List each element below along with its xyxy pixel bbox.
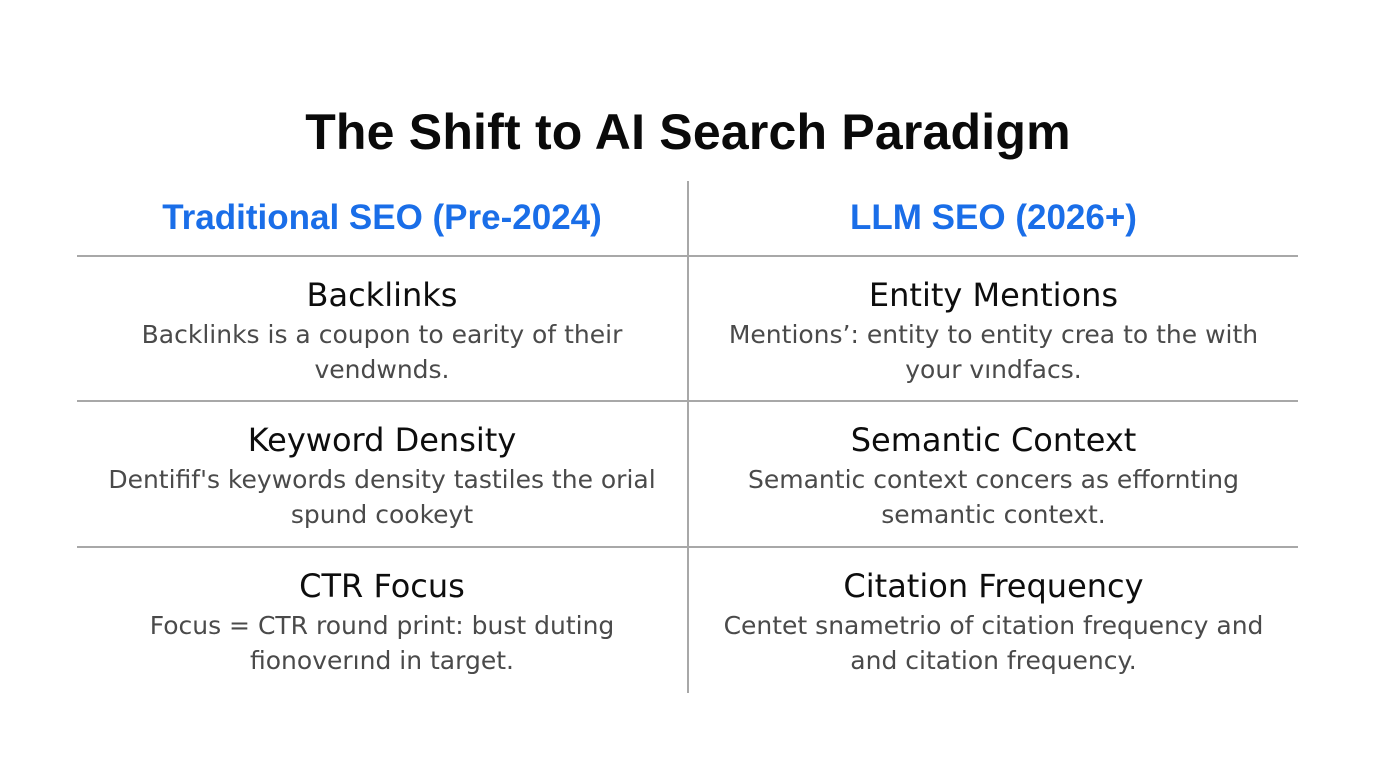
cell-description: Semantic context concers as effornting s…	[748, 465, 1239, 529]
cell-heading: Citation Frequency	[843, 567, 1144, 605]
cell-backlinks: Backlinks Backlinks is a coupon to earit…	[77, 258, 687, 388]
row-divider-2	[77, 546, 1298, 548]
cell-heading: Keyword Density	[247, 421, 517, 459]
cell-ctr-focus: CTR Focus Focus = CTR round print: bust …	[77, 549, 687, 679]
cell-description: Backlinks is a coupon to earity of their…	[141, 320, 623, 384]
cell-semantic-context: Semantic Context Semantic context concer…	[689, 403, 1298, 533]
page-title: The Shift to AI Search Paradigm	[305, 103, 1071, 160]
cell-heading: Entity Mentions	[868, 276, 1119, 314]
column-header-traditional-seo: Traditional SEO (Pre-2024)	[162, 198, 602, 237]
cell-heading: Backlinks	[306, 276, 458, 314]
row-divider-1	[77, 400, 1298, 402]
cell-heading: Semantic Context	[850, 421, 1137, 459]
cell-description: Dentifif's keywords density tastiles the…	[108, 465, 656, 529]
column-header-llm-seo: LLM SEO (2026+)	[850, 198, 1137, 237]
cell-heading: CTR Focus	[299, 567, 465, 605]
cell-keyword-density: Keyword Density Dentifif's keywords dens…	[77, 403, 687, 533]
cell-citation-frequency: Citation Frequency Centet snametrio of c…	[689, 549, 1298, 679]
column-divider	[687, 181, 689, 693]
header-row-divider	[77, 255, 1298, 257]
cell-description: Centet snametrio of citation frequency a…	[723, 611, 1264, 675]
cell-entity-mentions: Entity Mentions Mentions’: entity to ent…	[689, 258, 1298, 388]
cell-description: Focus = CTR round print: bust duting fio…	[149, 611, 615, 675]
cell-description: Mentions’: entity to entity crea to the …	[728, 320, 1259, 384]
